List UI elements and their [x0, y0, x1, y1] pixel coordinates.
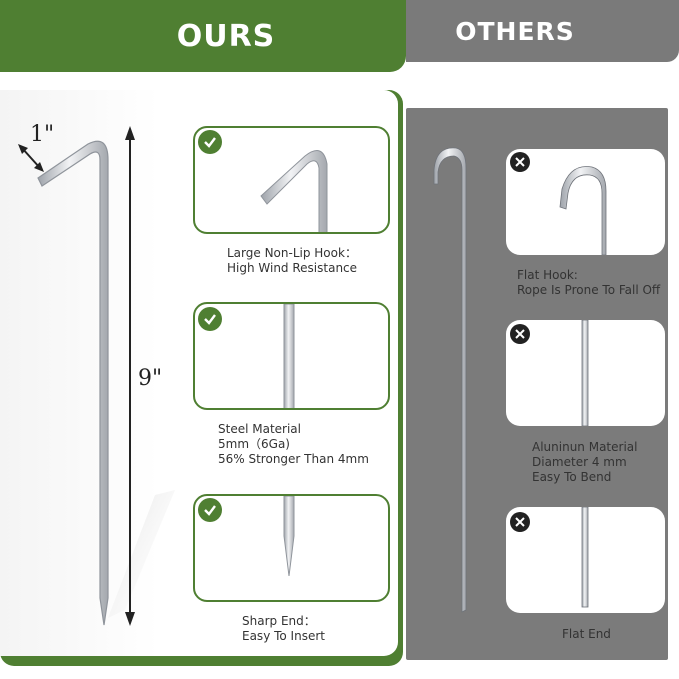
cross-icon	[510, 152, 530, 172]
others-header: OTHERS	[406, 0, 679, 62]
caption-line: Rope Is Prone To Fall Off	[517, 283, 661, 297]
caption-line: Steel Material	[218, 422, 301, 436]
flat-end-closeup	[581, 507, 589, 608]
stake-body	[37, 140, 109, 626]
cross-icon	[510, 324, 530, 344]
caption-line: Large Non-Lip Hook：	[227, 246, 357, 260]
caption-line: Easy To Insert	[242, 629, 325, 643]
others-stake-illustration	[433, 147, 467, 613]
length-label: 9"	[138, 366, 163, 391]
ours-caption-end: Sharp End： Easy To Insert	[242, 614, 325, 644]
ours-feature-card-material	[193, 302, 390, 410]
ours-caption-hook: Large Non-Lip Hook： High Wind Resistance	[227, 246, 357, 276]
ours-header-label: OURS	[176, 18, 276, 54]
width-dimension-arrow	[21, 147, 41, 169]
caption-line: Flat Hook:	[517, 268, 578, 282]
caption-line: Easy To Bend	[532, 470, 612, 484]
caption-line: Flat End	[562, 627, 611, 641]
caption-line: Diameter 4 mm	[532, 455, 627, 469]
others-feature-card-hook	[506, 149, 665, 255]
others-caption-material: Aluninun Material Diameter 4 mm Easy To …	[532, 440, 637, 485]
thin-shaft-closeup	[581, 320, 589, 426]
caption-line: Aluninun Material	[532, 440, 638, 454]
check-icon	[198, 307, 222, 331]
stake-shadow	[108, 490, 175, 618]
cross-icon	[510, 512, 530, 532]
sharp-end-closeup	[283, 496, 295, 577]
caption-line: 5mm（6Ga)	[218, 437, 290, 451]
shaft-closeup	[283, 304, 295, 408]
others-stake-body	[433, 147, 467, 613]
caption-line: High Wind Resistance	[227, 261, 358, 275]
ours-caption-material: Steel Material 5mm（6Ga) 56% Stronger Tha…	[218, 422, 369, 467]
flat-hook-closeup	[559, 166, 607, 255]
ours-header: OURS	[0, 0, 406, 72]
ours-feature-card-hook	[193, 126, 390, 234]
ours-feature-card-end	[193, 494, 390, 602]
caption-line: Sharp End：	[242, 614, 316, 628]
others-caption-end: Flat End	[562, 627, 611, 642]
width-label: 1"	[30, 122, 55, 147]
caption-line: 56% Stronger Than 4mm	[218, 452, 369, 466]
check-icon	[198, 130, 222, 154]
others-feature-card-end	[506, 507, 665, 613]
others-caption-hook: Flat Hook: Rope Is Prone To Fall Off	[517, 268, 660, 298]
others-feature-card-material	[506, 320, 665, 426]
check-icon	[198, 498, 222, 522]
ours-stake-illustration	[18, 126, 175, 626]
others-header-label: OTHERS	[455, 16, 575, 46]
hook-closeup	[260, 150, 328, 232]
